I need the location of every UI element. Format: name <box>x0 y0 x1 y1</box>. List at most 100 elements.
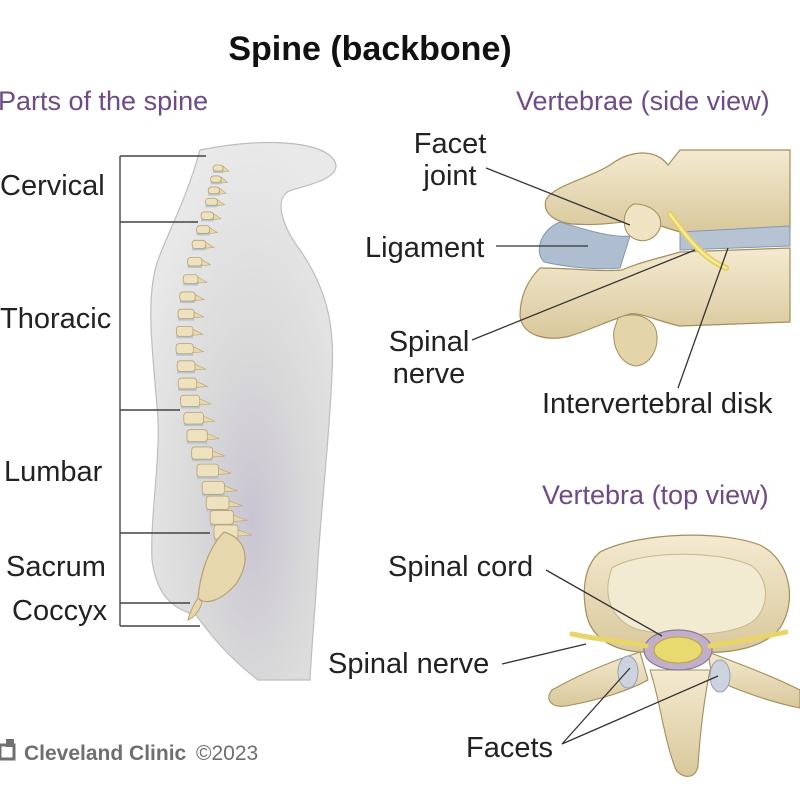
spine-vertebra <box>177 308 195 320</box>
spine-process <box>228 500 243 508</box>
spine-disk <box>178 387 197 391</box>
vertebra-top-view-illustration <box>548 534 800 777</box>
label-facets: Facets <box>466 732 554 764</box>
spine-process <box>193 346 205 354</box>
body-silhouette <box>150 141 337 681</box>
spine-disk <box>176 335 194 339</box>
spine-vertebra <box>183 412 204 425</box>
spine-process <box>199 398 213 406</box>
region-label-lumbar: Lumbar <box>4 456 103 488</box>
section-title-side-view: Vertebrae (side view) <box>516 86 770 116</box>
spine-vertebra <box>186 429 208 443</box>
spine-process <box>192 328 204 336</box>
spine-disk <box>183 282 199 286</box>
spine-disk <box>178 317 195 321</box>
spine-disk <box>202 493 225 497</box>
spine-process <box>207 433 220 440</box>
page-title: Spine (backbone) <box>228 30 512 68</box>
spine-disk <box>180 405 200 409</box>
spine-disk <box>176 352 194 356</box>
spine-vertebra <box>179 291 196 302</box>
spine-vertebra <box>187 257 203 267</box>
footer-copyright: ©2023 <box>196 742 259 765</box>
spine-vertebra <box>210 175 222 183</box>
spine-process <box>237 529 253 537</box>
spine-vertebra <box>180 394 201 407</box>
region-brackets <box>119 155 210 627</box>
spine-process <box>213 213 222 220</box>
spine-vertebra <box>212 164 224 172</box>
spine-process <box>203 415 216 423</box>
spine-column <box>175 164 253 541</box>
label-spinal-cord: Spinal cord <box>388 551 534 583</box>
vertebrae-side-view-illustration <box>519 149 791 367</box>
spine-process <box>196 381 209 388</box>
footer-brand: Cleveland Clinic <box>24 742 186 766</box>
spine-vertebra <box>207 186 220 195</box>
coccyx-bone <box>187 597 203 621</box>
spine-disk <box>183 423 204 427</box>
spine-vertebra <box>175 343 194 355</box>
label-intervertebral-disk: Intervertebral disk <box>542 388 773 420</box>
spine-vertebra <box>209 510 234 525</box>
section-title-parts: Parts of the spine <box>0 86 209 116</box>
label-spinal-nerve-side-line2: nerve <box>392 358 466 390</box>
spine-process <box>194 363 207 371</box>
label-spinal-nerve-side: Spinal nerve <box>386 326 472 390</box>
region-label-sacrum: Sacrum <box>6 551 106 583</box>
section-title-top-view: Vertebra (top view) <box>542 480 769 510</box>
spine-process <box>197 276 208 284</box>
spine-process <box>220 176 229 184</box>
spine-vertebra <box>205 197 218 206</box>
spine-disk <box>187 264 202 268</box>
spine-vertebra <box>182 274 199 284</box>
spine-disk <box>205 204 218 208</box>
spine-process <box>212 450 226 458</box>
spine-process <box>217 199 226 207</box>
spine-vertebra <box>176 360 196 372</box>
spine-process <box>193 311 205 319</box>
spine-disk <box>196 475 219 479</box>
spine-vertebra <box>196 225 211 234</box>
spine-disk <box>191 458 213 462</box>
spine-vertebra <box>201 480 225 495</box>
spine-disk <box>196 232 210 236</box>
spine-process <box>219 187 227 195</box>
spine-vertebra <box>200 211 214 220</box>
spine-disk <box>177 370 196 374</box>
label-facet-joint-line2: joint <box>423 160 477 192</box>
spine-disk <box>210 181 222 185</box>
region-label-thoracic: Thoracic <box>0 303 112 335</box>
spine-vertebra <box>175 325 194 337</box>
spine-disk <box>213 170 223 173</box>
cleveland-clinic-logo-icon <box>0 739 16 761</box>
spine-process <box>233 514 248 522</box>
spine-disk <box>208 192 220 196</box>
spine-disk <box>192 247 206 251</box>
label-spinal-nerve-top: Spinal nerve <box>328 648 490 680</box>
footer-brand-text: Cleveland Clinic <box>24 742 187 765</box>
sacrum-bone <box>197 531 246 603</box>
spine-process <box>209 227 219 234</box>
spine-process <box>201 259 212 267</box>
spine-vertebra <box>191 239 207 249</box>
spine-vertebra <box>205 495 230 510</box>
label-facet-joint-line1: Facet <box>413 128 487 160</box>
spine-vertebra <box>177 377 198 390</box>
label-facet-joint: Facet joint <box>412 128 488 192</box>
label-spinal-nerve-side-line1: Spinal <box>388 326 470 358</box>
spine-process <box>224 485 238 493</box>
spine-disk <box>206 508 230 512</box>
spine-disk <box>186 440 208 444</box>
region-label-cervical: Cervical <box>0 170 105 202</box>
spine-disk <box>201 218 214 222</box>
region-label-coccyx: Coccyx <box>12 595 108 627</box>
spine-process <box>218 467 232 475</box>
top-view-leader-lines <box>501 569 719 745</box>
label-ligament: Ligament <box>365 232 485 264</box>
spine-process <box>205 241 215 249</box>
spine-process <box>222 165 230 173</box>
side-view-leader-lines <box>471 167 729 389</box>
spine-process <box>194 294 206 301</box>
